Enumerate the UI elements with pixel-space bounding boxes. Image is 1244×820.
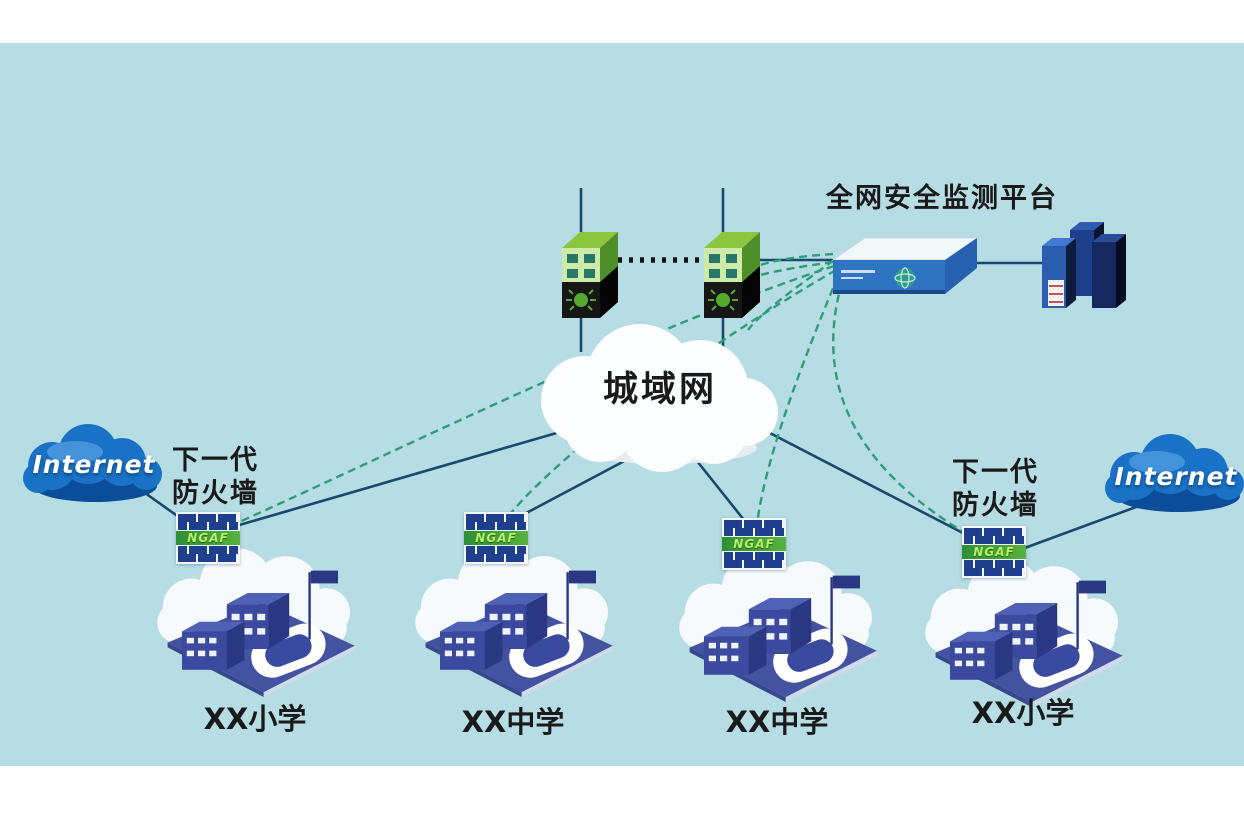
brick-row [466, 546, 526, 554]
ngaf-band: NGAF [176, 531, 240, 545]
firewall-right-line2: 防火墙 [952, 490, 1039, 521]
security-probe-2 [704, 232, 760, 318]
brick-row [724, 520, 784, 528]
school-campus-3 [679, 553, 877, 702]
bug-icon [708, 289, 738, 311]
man-cloud-label: 城域网 [602, 370, 717, 410]
link-cloud-ngaf4 [763, 428, 991, 549]
school-1-label: XX小学 [203, 702, 307, 736]
monitor-link-ngaf1 [225, 264, 835, 530]
brick-row [964, 560, 1024, 568]
bug-icon [566, 289, 596, 311]
monitor-link-probe2-a [756, 252, 834, 268]
server-stack [1042, 222, 1126, 308]
brick-row [178, 514, 238, 522]
brick-row [466, 522, 526, 530]
ngaf-firewall-school2: NGAF [464, 512, 528, 564]
internet-right-label: Internet [1114, 462, 1238, 491]
school-campus-4 [925, 558, 1123, 707]
monitor-link-ngaf3 [754, 275, 840, 534]
ngaf-band: NGAF [962, 545, 1026, 559]
ngaf-firewall-school3: NGAF [722, 518, 786, 570]
school-campus-2 [415, 548, 613, 697]
internet-cloud-right [1105, 434, 1244, 512]
school-4-label: XX小学 [971, 696, 1075, 730]
platform-title: 全网安全监测平台 [826, 183, 1058, 214]
firewall-right-label: 下一代 防火墙 [952, 456, 1039, 522]
monitoring-appliance [831, 237, 979, 294]
school-2-label: XX中学 [461, 705, 565, 739]
ngaf-label: NGAF [187, 531, 229, 545]
link-internet-right-ngaf4 [1021, 498, 1156, 551]
internet-cloud-left [23, 424, 162, 502]
brick-row [178, 554, 238, 562]
brick-row [466, 554, 526, 562]
security-probe-1 [562, 232, 618, 318]
firewall-left-label: 下一代 防火墙 [172, 444, 259, 510]
firewall-left-line2: 防火墙 [172, 478, 259, 509]
brick-row [466, 514, 526, 522]
link-cloud-ngaf1 [221, 430, 561, 532]
globe-icon [894, 267, 916, 289]
brick-row [724, 560, 784, 568]
monitor-link-probe2-b [759, 260, 834, 277]
ngaf-firewall-school1: NGAF [176, 512, 240, 564]
school-3-label: XX中学 [725, 705, 829, 739]
ngaf-band: NGAF [464, 531, 528, 545]
man-cloud [541, 324, 778, 472]
ngaf-label: NGAF [973, 545, 1015, 559]
ngaf-firewall-school4: NGAF [962, 526, 1026, 578]
brick-row [964, 528, 1024, 536]
brick-row [178, 522, 238, 530]
brick-row [964, 536, 1024, 544]
brick-row [724, 528, 784, 536]
brick-row [964, 568, 1024, 576]
brick-row [178, 546, 238, 554]
internet-left-label: Internet [32, 450, 156, 479]
brick-row [724, 552, 784, 560]
firewall-right-line1: 下一代 [952, 457, 1039, 488]
firewall-left-line1: 下一代 [172, 445, 259, 476]
ngaf-band: NGAF [722, 537, 786, 551]
ngaf-label: NGAF [733, 537, 775, 551]
school-campus-1 [157, 548, 355, 697]
ngaf-label: NGAF [475, 531, 517, 545]
